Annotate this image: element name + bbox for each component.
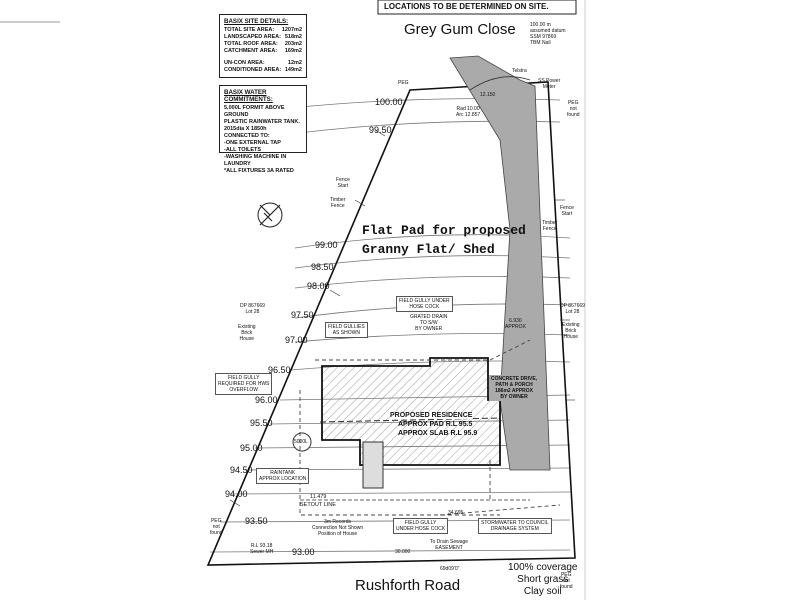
driveway xyxy=(449,55,551,471)
basix-site-details: BASIX SITE DETAILS: TOTAL SITE AREA:1207… xyxy=(219,14,307,78)
records-note: 3m Records Connection Not Shown Position… xyxy=(312,519,364,537)
setout-dim: 11.479 xyxy=(310,494,327,500)
contour-label: 97.50 xyxy=(291,310,314,320)
proposed-residence-label: PROPOSED RESIDENCE xyxy=(390,412,473,419)
power-meter-label: SS Power Meter xyxy=(538,78,561,90)
annotation-line-1: Flat Pad for proposed xyxy=(362,223,526,238)
contour-label: 94.50 xyxy=(230,465,253,475)
basix-site-title: BASIX SITE DETAILS: xyxy=(224,18,289,25)
note-field-gully-hws: FIELD GULLY REQUIRED FOR HWS OVERFLOW xyxy=(215,373,273,395)
dim-bottom: 30.000 xyxy=(395,549,411,555)
north-arrow-ring xyxy=(257,202,283,228)
approx-dim: 6.930 APPROX xyxy=(505,318,526,330)
coverage-text: 100% coverage xyxy=(508,562,578,573)
ground-cover-notes: 100% coverage Short grass Clay soil xyxy=(508,562,578,598)
contour-label: 97.00 xyxy=(285,335,308,345)
note-field-gully-hose: FIELD GULLY UNDER HOSE COCK xyxy=(396,296,453,312)
bearing-bottom: 69d09'0" xyxy=(440,566,460,572)
existing-house-left: Existing Brick House xyxy=(238,324,256,342)
north-arrow-mark xyxy=(259,204,281,226)
basix-row: UN-CON AREA:12m2 xyxy=(224,60,302,66)
contour-label: 98.00 xyxy=(307,281,330,291)
peg-not-found-br: PEG not found xyxy=(560,572,573,590)
slab-rl-label: APPROX SLAB R.L 95.9 xyxy=(398,430,478,437)
water-line: -ALL TOILETS xyxy=(224,147,262,153)
fence-start-left: Fence Start xyxy=(336,177,350,189)
timber-fence-right: Timber Fence xyxy=(542,220,558,232)
arc xyxy=(469,76,531,91)
note-raintank: RAINTANK APPROX LOCATION xyxy=(256,468,310,484)
peg-not-found-tr: PEG not found xyxy=(567,100,580,118)
drain-line xyxy=(439,504,561,516)
tank-label: 5000L xyxy=(294,439,308,445)
contour-line xyxy=(209,549,571,553)
basix-row: CONDITIONED AREA:149m2 xyxy=(224,67,302,73)
contour-label: 96.50 xyxy=(268,365,291,375)
peg-not-found-bl: PEG not found xyxy=(210,518,223,536)
timber-fence-left: Timber Fence xyxy=(330,197,346,209)
water-line: PLASTIC RAINWATER TANK. xyxy=(224,119,300,125)
contour-label: 99.00 xyxy=(315,240,338,250)
basix-water-commitments: BASIX WATER COMMITMENTS: 5,000L FORMIT A… xyxy=(219,85,307,174)
raintank-pad xyxy=(362,441,384,489)
telstra-label: Telstra xyxy=(512,68,527,74)
note-field-gully-bottom: FIELD GULLY UNDER HOSE COCK xyxy=(393,518,449,534)
pad-line xyxy=(319,417,501,423)
water-line: CONNECTED TO: xyxy=(224,133,270,139)
water-line: 5,000L FORMIT ABOVE GROUND xyxy=(224,105,285,118)
boundary-ticks xyxy=(229,129,575,507)
basix-row: CATCHMENT AREA:169m2 xyxy=(224,48,302,54)
peg-top-left: PEG xyxy=(398,80,409,86)
contour-label: 96.00 xyxy=(255,395,278,405)
dim-top: 12.150 xyxy=(480,92,496,98)
drain-lines xyxy=(299,339,561,516)
street-top: Grey Gum Close xyxy=(404,21,516,38)
sewer-rl: R.L 93.18 Sewer MH xyxy=(250,543,274,555)
drain-line xyxy=(315,339,531,361)
note-grated-drain: GRATED DRAIN TO S/W BY OWNER xyxy=(410,314,448,332)
water-line: *ALL FIXTURES 3A RATED xyxy=(224,168,294,174)
contour-label: 100.00 xyxy=(375,97,403,107)
street-bottom: Rushforth Road xyxy=(355,577,461,594)
existing-house-right: Existing Brick House xyxy=(562,322,580,340)
basix-water-title: BASIX WATER COMMITMENTS: xyxy=(224,89,273,103)
water-line: -WASHING MACHINE IN LAUNDRY xyxy=(224,154,287,167)
contour-label: 93.50 xyxy=(245,516,268,526)
grass-text: Short grass xyxy=(517,574,569,585)
contour-label: 98.50 xyxy=(311,262,334,272)
pad-rl-label: APPROX PAD R.L 95.5 xyxy=(398,421,473,428)
easement-note: To Drain Sewage EASEMENT xyxy=(430,539,469,551)
note-field-gullies: FIELD GULLIES AS SHOWN xyxy=(325,322,368,338)
contour-line xyxy=(229,491,571,495)
soil-text: Clay soil xyxy=(523,586,562,597)
tank-circle xyxy=(292,432,312,452)
contour-label: 95.00 xyxy=(240,443,263,453)
contour-label: 95.50 xyxy=(250,418,273,428)
dim-bottom-2: 34.695 xyxy=(448,510,464,516)
basix-row: LANDSCAPED AREA:518m2 xyxy=(224,34,302,40)
contour-label: 94.00 xyxy=(225,489,248,499)
top-banner: LOCATIONS TO BE DETERMINED ON SITE. xyxy=(384,2,549,11)
arc-label: Rad 10.00 Arc 12.857 xyxy=(456,106,481,118)
dp-left: DP 867669 Lot 28 xyxy=(240,303,265,315)
north-arrow xyxy=(257,202,283,228)
basix-row: TOTAL ROOF AREA:203m2 xyxy=(224,41,302,47)
contour-label: 93.00 xyxy=(292,547,315,557)
annotation-line-2: Granny Flat/ Shed xyxy=(362,242,495,257)
banner-frame xyxy=(377,0,577,15)
basix-row: TOTAL SITE AREA:1207m2 xyxy=(224,27,302,33)
fence-start-right: Fence Start xyxy=(560,205,574,217)
note-stormwater: STORMWATER TO COUNCIL DRAINAGE SYSTEM xyxy=(478,518,552,534)
dp-right: DP 867669 Lot 28 xyxy=(560,303,585,315)
water-line: 2015dia X 1850h xyxy=(224,126,267,132)
note-concrete-drive: CONCRETE DRIVE, PATH & PORCH 186m2 APPRO… xyxy=(489,375,540,401)
contour-label: 99.50 xyxy=(369,125,392,135)
water-line: -ONE EXTERNAL TAP xyxy=(224,140,281,146)
setout-label: SETOUT LINE xyxy=(300,502,336,508)
